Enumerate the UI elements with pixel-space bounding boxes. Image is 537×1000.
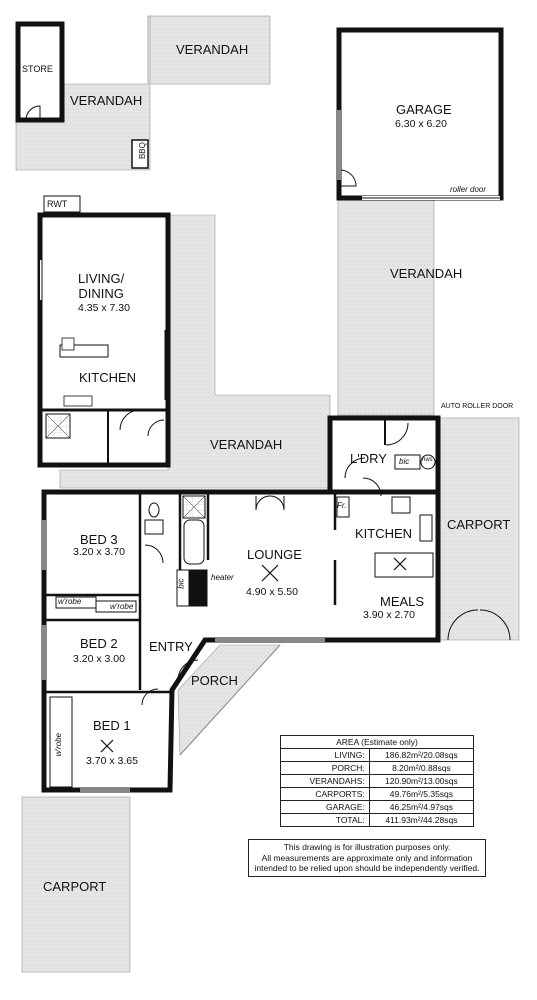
- cooktop-main: [391, 496, 411, 514]
- disclaimer-line: This drawing is for illustration purpose…: [283, 842, 451, 852]
- verandah-right-area: [337, 199, 435, 416]
- bic-hall-label: bic: [176, 578, 186, 589]
- area-value: 49.76m²/5.35sqs: [368, 787, 475, 801]
- disclaimer-line: All measurements are approximate only an…: [261, 852, 473, 863]
- laundry-block: [327, 415, 441, 495]
- cooktop-upper: [61, 337, 75, 351]
- verandah-top-left-area: [15, 15, 151, 171]
- table-row: CARPORTS:49.76m²/5.35sqs: [280, 787, 475, 801]
- area-label: LIVING:: [280, 748, 370, 762]
- garage-building: [336, 27, 504, 201]
- area-value: 46.25m²/4.97sqs: [368, 800, 475, 814]
- entry-label: ENTRY: [149, 639, 193, 654]
- disclaimer-box: This drawing is for illustration purpose…: [248, 839, 486, 877]
- bbq-label: BBQ: [137, 142, 147, 160]
- vanity: [144, 519, 164, 535]
- living-wing: [37, 212, 171, 468]
- store-label: STORE: [22, 64, 53, 74]
- verandah-top-left-label: VERANDAH: [70, 93, 143, 108]
- area-label: CARPORTS:: [280, 787, 370, 801]
- disclaimer-line: intended to be relied upon should be ind…: [254, 863, 480, 874]
- wrobe-bed1-label: w'robe: [54, 732, 64, 757]
- verandah-right-label: VERANDAH: [390, 266, 463, 281]
- hws-label: hws: [422, 457, 433, 463]
- living-dining-label: LIVING/ DINING: [78, 271, 125, 301]
- bed2-dim: 3.20 x 3.00: [73, 653, 125, 665]
- area-table: AREA (Estimate only) LIVING:186.82m²/20.…: [280, 735, 475, 827]
- wrobe-1-label: w'robe: [58, 597, 82, 606]
- rwt-tank: [43, 195, 81, 213]
- kitchen-upper-label: KITCHEN: [79, 370, 137, 385]
- area-label: PORCH:: [280, 761, 370, 775]
- area-value: 8.20m²/0.88sqs: [368, 761, 475, 775]
- bed1-label: BED 1: [93, 718, 131, 733]
- heater-box: [188, 569, 208, 607]
- bath-tub: [183, 519, 205, 565]
- hws-tank: [420, 454, 436, 470]
- area-value: 120.90m²/13.00sqs: [368, 774, 475, 788]
- carport-bottom-label: CARPORT: [43, 879, 107, 894]
- area-label: VERANDAHS:: [280, 774, 370, 788]
- fan-lounge: [261, 564, 279, 582]
- bed2-label: BED 2: [80, 636, 118, 651]
- meals-dim: 3.90 x 2.70: [363, 609, 415, 621]
- verandah-top-right-area: [147, 15, 271, 85]
- verandah-mid-label: VERANDAH: [210, 437, 283, 452]
- living-dining-dim: 4.35 x 7.30: [78, 302, 130, 314]
- meals-label: MEALS: [380, 594, 425, 609]
- area-value: 186.82m²/20.08sqs: [368, 748, 475, 762]
- carport-right-area: [439, 417, 520, 641]
- fridge-box: [336, 496, 350, 518]
- lounge-dim: 4.90 x 5.50: [246, 586, 298, 598]
- area-label: TOTAL:: [280, 813, 370, 827]
- laundry-label: L'DRY: [350, 451, 387, 466]
- rwt-label: RWT: [47, 199, 68, 209]
- roller-door-label: roller door: [450, 185, 487, 194]
- garage-dim: 6.30 x 6.20: [395, 118, 447, 130]
- store-building: [15, 21, 149, 169]
- fan-bed1: [100, 739, 114, 753]
- fridge-label: Fr.: [337, 501, 347, 510]
- area-value: 411.93m²/44.28sqs: [368, 813, 475, 827]
- table-row: LIVING:186.82m²/20.08sqs: [280, 748, 475, 762]
- garage-label: GARAGE: [396, 102, 452, 117]
- sink-main: [419, 514, 433, 542]
- porch-edge: [179, 644, 281, 756]
- wrobe-2-label: w'robe: [110, 602, 134, 611]
- area-table-title: AREA (Estimate only): [280, 735, 474, 749]
- verandah-top-right-label: VERANDAH: [176, 42, 249, 57]
- sink-upper: [63, 395, 93, 407]
- porch-label: PORCH: [191, 673, 238, 688]
- fan-meals: [393, 557, 407, 571]
- main-house: [41, 477, 441, 793]
- carport-right-doors: [447, 609, 511, 641]
- bic-hall-box: [176, 569, 190, 607]
- bic-laundry-box: [394, 454, 421, 470]
- area-label: GARAGE:: [280, 800, 370, 814]
- bed3-dim: 3.20 x 3.70: [73, 546, 125, 558]
- carport-bottom-area: [21, 796, 131, 973]
- table-row: VERANDAHS:120.90m²/13.00sqs: [280, 774, 475, 788]
- bed1-dim: 3.70 x 3.65: [86, 755, 138, 767]
- bed3-label: BED 3: [80, 532, 118, 547]
- kitchen-main-label: KITCHEN: [355, 526, 413, 541]
- bic-laundry-label: bic: [399, 457, 410, 466]
- heater-label: heater: [211, 573, 234, 582]
- wrobe-2-box: [95, 600, 137, 613]
- lounge-label: LOUNGE: [247, 547, 302, 562]
- auto-roller-door-label: AUTO ROLLER DOOR: [441, 403, 514, 410]
- table-row: TOTAL:411.93m²/44.28sqs: [280, 813, 475, 827]
- table-row: GARAGE:46.25m²/4.97sqs: [280, 800, 475, 814]
- wrobe-bed1-box: [49, 696, 73, 788]
- carport-right-label: CARPORT: [447, 517, 511, 532]
- table-row: PORCH:8.20m²/0.88sqs: [280, 761, 475, 775]
- bbq-box: [131, 139, 149, 169]
- kitchen-island: [374, 552, 434, 578]
